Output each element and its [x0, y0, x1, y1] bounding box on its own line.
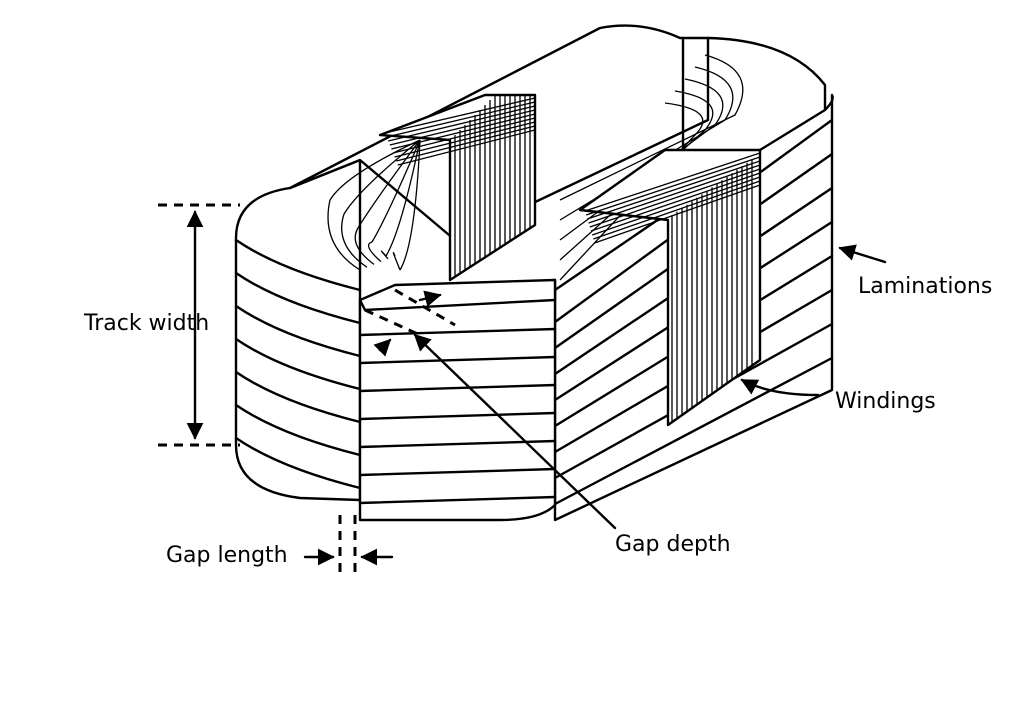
winding-line — [588, 164, 761, 224]
lamination-line — [358, 327, 557, 337]
label-windings: Windings — [835, 389, 936, 414]
winding-line — [388, 105, 536, 142]
winding-line — [391, 113, 536, 150]
winding-line — [389, 109, 536, 146]
lamination-line — [358, 383, 557, 393]
left-core-laminations — [234, 238, 362, 490]
front-core-end — [358, 278, 557, 522]
lamination-line — [553, 356, 834, 506]
core-ring-line — [559, 78, 724, 241]
lamination-line — [234, 403, 362, 457]
label-gap-depth: Gap depth — [615, 532, 731, 557]
winding-line — [386, 101, 536, 138]
lamination-line — [234, 271, 362, 325]
lamination-line — [234, 370, 362, 424]
lamination-line — [234, 304, 362, 358]
core-ring-line — [559, 102, 704, 281]
leader-arrows — [303, 244, 887, 566]
winding-line — [585, 156, 761, 216]
label-track-width: Track width — [83, 311, 209, 336]
winding-line — [397, 129, 536, 166]
core-ring-line — [559, 90, 714, 261]
winding-line — [392, 117, 536, 154]
lamination-line — [358, 355, 557, 365]
lamination-line — [234, 436, 362, 490]
core-ring-line — [341, 139, 421, 268]
winding-line — [584, 152, 761, 212]
winding-line — [591, 176, 761, 236]
core-ring-line — [380, 139, 421, 260]
winding-line — [594, 184, 761, 244]
lamination-line — [234, 337, 362, 391]
core-ring-line — [327, 139, 421, 271]
gap-markers — [338, 288, 456, 575]
track-width-dimension — [158, 203, 240, 447]
winding-line — [589, 168, 761, 228]
core-window-inner-rings — [327, 54, 744, 281]
lower-winding — [578, 148, 762, 427]
core-ring-line — [559, 54, 744, 201]
winding-line — [396, 125, 536, 162]
label-laminations: Laminations — [858, 274, 992, 299]
lamination-line — [358, 439, 557, 449]
winding-line — [384, 97, 536, 134]
winding-line — [587, 160, 761, 220]
left-core-end — [234, 158, 362, 502]
label-gap-length: Gap length — [166, 543, 288, 568]
lamination-line — [358, 411, 557, 421]
upper-winding — [378, 93, 537, 282]
core-ring-line — [559, 66, 734, 221]
lamination-line — [358, 467, 557, 477]
winding-line — [593, 180, 761, 240]
winding-line — [590, 172, 761, 232]
core-ring-line — [392, 139, 421, 271]
winding-line — [394, 121, 536, 158]
lamination-line — [234, 238, 362, 292]
lamination-line — [358, 495, 557, 505]
core-ring-line — [367, 139, 421, 263]
